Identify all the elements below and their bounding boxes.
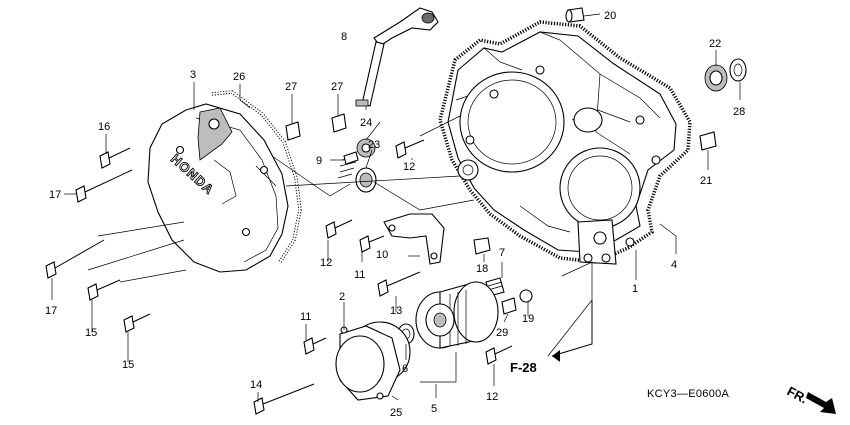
crankcase-cover [447, 31, 677, 265]
callout-4: 4 [671, 259, 677, 271]
dowel-27a [285, 121, 301, 141]
callout-26: 26 [233, 71, 245, 83]
callout-15a: 15 [85, 327, 97, 339]
seal-28 [729, 58, 747, 82]
crankcase-gasket [438, 20, 692, 264]
callout-labels: 8 20 22 28 21 4 1 3 26 27 27 24 23 9 12 … [45, 10, 745, 419]
callout-18: 18 [476, 263, 488, 275]
callout-17a: 17 [49, 189, 61, 201]
callout-9: 9 [316, 155, 322, 167]
callout-17b: 17 [45, 305, 57, 317]
arm-part [355, 7, 439, 107]
callout-27a: 27 [285, 81, 297, 93]
bracket-10 [383, 213, 445, 265]
callout-24: 24 [360, 117, 372, 129]
callout-14: 14 [250, 379, 262, 391]
direction-label: FR. [785, 383, 811, 406]
callout-5: 5 [431, 403, 437, 415]
callout-15b: 15 [122, 359, 134, 371]
callout-12b: 12 [320, 257, 332, 269]
callout-25: 25 [390, 407, 402, 419]
callout-21: 21 [700, 175, 712, 187]
bolts [45, 139, 513, 415]
callout-23: 23 [368, 139, 380, 151]
callout-22: 22 [709, 38, 721, 50]
callout-20: 20 [604, 10, 616, 22]
callout-29: 29 [496, 327, 508, 339]
callout-11a: 11 [354, 269, 365, 281]
f28-arrow [551, 300, 593, 362]
bearing-24 [356, 138, 376, 158]
dowel-27b [331, 113, 347, 133]
callout-1: 1 [632, 283, 638, 295]
callout-6: 6 [402, 363, 408, 375]
callout-8: 8 [341, 31, 347, 43]
callout-2: 2 [339, 291, 345, 303]
callout-3: 3 [190, 69, 196, 81]
callout-27b: 27 [331, 81, 343, 93]
washer-19 [519, 289, 533, 303]
callout-16: 16 [98, 121, 110, 133]
callout-7: 7 [499, 247, 505, 259]
spring-9 [337, 151, 359, 179]
bearing-22 [704, 64, 728, 92]
dowel-21 [699, 131, 717, 151]
left-engine-cover: HONDA [147, 103, 289, 273]
front-direction-arrow [806, 392, 836, 414]
leader-lines [51, 13, 741, 402]
callout-28: 28 [733, 106, 745, 118]
dowel-pin-20 [565, 7, 585, 23]
callout-12a: 12 [403, 161, 415, 173]
oil-filter [415, 281, 499, 349]
callout-10: 10 [376, 249, 388, 261]
callout-11b: 11 [300, 311, 311, 323]
filter-cover [335, 325, 401, 401]
diagram-code-label: KCY3—E0600A [647, 388, 730, 400]
callout-13: 13 [390, 305, 402, 317]
bearing-23 [355, 167, 377, 193]
bolt-29 [501, 297, 517, 315]
left-cover-gasket [211, 90, 302, 263]
callout-19: 19 [522, 313, 534, 325]
callout-12c: 12 [486, 391, 498, 403]
nut-18 [473, 237, 491, 255]
forward-reference-label: F-28 [510, 360, 537, 375]
